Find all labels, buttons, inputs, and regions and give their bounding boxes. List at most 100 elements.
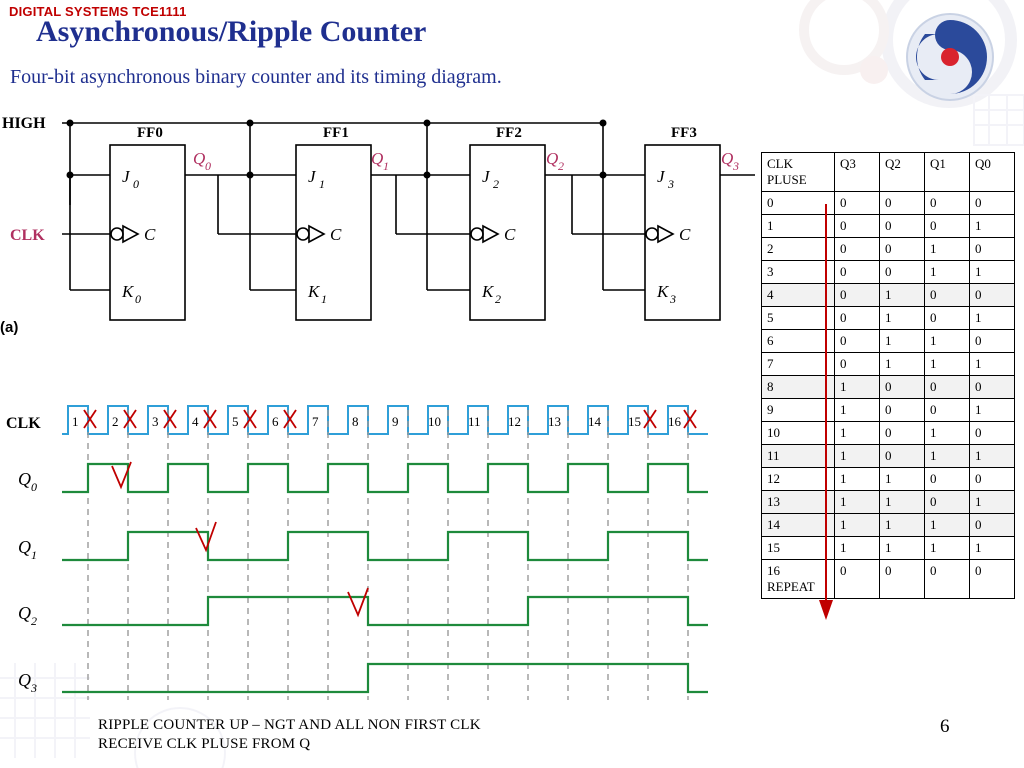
row-label: 2: [761, 237, 835, 261]
ff0-k-label: K: [121, 282, 135, 301]
cell-q1: 1: [924, 444, 970, 468]
ff0-q-subscript: 0: [205, 159, 211, 173]
row-label: 15: [761, 536, 835, 560]
ff0-j-subscript: 0: [133, 177, 139, 191]
ff0-q-label: Q: [193, 149, 205, 168]
ff2-j-label: J: [482, 167, 491, 186]
ff1-c-label: C: [330, 225, 342, 244]
cell-q1: 0: [924, 191, 970, 215]
cell-q0: 1: [969, 398, 1015, 422]
row-label: 8: [761, 375, 835, 399]
header-q2: Q2: [879, 152, 925, 192]
row-label: 1: [761, 214, 835, 238]
cell-q2: 0: [879, 398, 925, 422]
ff0-j-label: J: [122, 167, 131, 186]
cell-q3: 0: [834, 306, 880, 330]
header-clk-pulse: CLK PLUSE: [761, 152, 835, 192]
negative-edge-annotations: [83, 409, 697, 429]
svg-text:14: 14: [588, 414, 602, 429]
table-row: 16 REPEAT 0 0 0 0: [761, 559, 1015, 599]
svg-text:7: 7: [312, 414, 319, 429]
ff1-k-label: K: [307, 282, 321, 301]
cell-q1: 0: [924, 214, 970, 238]
cell-q2: 1: [879, 536, 925, 560]
cell-q2: 0: [879, 444, 925, 468]
q3-label: Q: [18, 670, 31, 690]
svg-text:8: 8: [352, 414, 359, 429]
cell-q3: 1: [834, 490, 880, 514]
q2-label: Q: [18, 603, 31, 623]
svg-text:16: 16: [668, 414, 682, 429]
ff1-name: FF1: [323, 125, 349, 141]
cell-q0: 1: [969, 490, 1015, 514]
row-label: 4: [761, 283, 835, 307]
cell-q2: 0: [879, 421, 925, 445]
ff1-j-label: J: [308, 167, 317, 186]
svg-text:5: 5: [232, 414, 239, 429]
edge-gridlines: [87, 410, 689, 700]
page-subtitle: Four-bit asynchronous binary counter and…: [10, 66, 502, 88]
row-label: 13: [761, 490, 835, 514]
row-label: 0: [761, 191, 835, 215]
row-label: 10: [761, 421, 835, 445]
cell-q3: 1: [834, 467, 880, 491]
cell-q0: 1: [969, 260, 1015, 284]
svg-text:10: 10: [428, 414, 441, 429]
cell-q1: 0: [924, 375, 970, 399]
cell-q3: 0: [834, 352, 880, 376]
wave-check-annotations: [111, 461, 369, 618]
cell-q1: 1: [924, 352, 970, 376]
cell-q3: 1: [834, 513, 880, 537]
row-label: 3: [761, 260, 835, 284]
svg-text:12: 12: [508, 414, 521, 429]
row-label-line1: 16: [767, 563, 780, 578]
svg-text:1: 1: [72, 414, 79, 429]
cell-q3: 0: [834, 329, 880, 353]
cell-q1: 0: [924, 306, 970, 330]
ff3-j-label: J: [657, 167, 666, 186]
cell-q2: 0: [879, 260, 925, 284]
svg-text:6: 6: [272, 414, 279, 429]
cell-q1: 1: [924, 260, 970, 284]
q3-waveform: [62, 662, 708, 694]
cell-q3: 0: [834, 214, 880, 238]
table-header-row: CLK PLUSE Q3 Q2 Q1 Q0: [761, 152, 1015, 192]
cell-q2: 0: [879, 237, 925, 261]
clk-input-label: CLK: [10, 227, 45, 244]
cell-q3: 0: [834, 237, 880, 261]
cell-q0: 0: [969, 283, 1015, 307]
svg-text:4: 4: [192, 414, 199, 429]
cell-q1: 0: [924, 398, 970, 422]
svg-text:2: 2: [112, 414, 119, 429]
header-q1: Q1: [924, 152, 970, 192]
cell-q0: 0: [969, 329, 1015, 353]
cell-q2: 1: [879, 283, 925, 307]
q3-label-subscript: 3: [30, 681, 37, 695]
university-logo: [906, 13, 994, 101]
svg-text:9: 9: [392, 414, 399, 429]
row-label-repeat: 16 REPEAT: [761, 559, 835, 599]
q0-label-subscript: 0: [31, 480, 37, 494]
ff1-q-label: Q: [371, 149, 383, 168]
cell-q2: 1: [879, 513, 925, 537]
ff3-c-label: C: [679, 225, 691, 244]
ff3-name: FF3: [671, 125, 697, 141]
cell-q3: 0: [834, 260, 880, 284]
header-q3: Q3: [834, 152, 880, 192]
figure-caption-a: (a): [0, 319, 18, 336]
row-label: 9: [761, 398, 835, 422]
ff3-k-subscript: 3: [669, 292, 676, 306]
ff3-q-subscript: 3: [732, 159, 739, 173]
ff1-k-subscript: 1: [321, 292, 327, 306]
footer-note-line1: RIPPLE COUNTER UP – NGT AND ALL NON FIRS…: [98, 717, 481, 733]
